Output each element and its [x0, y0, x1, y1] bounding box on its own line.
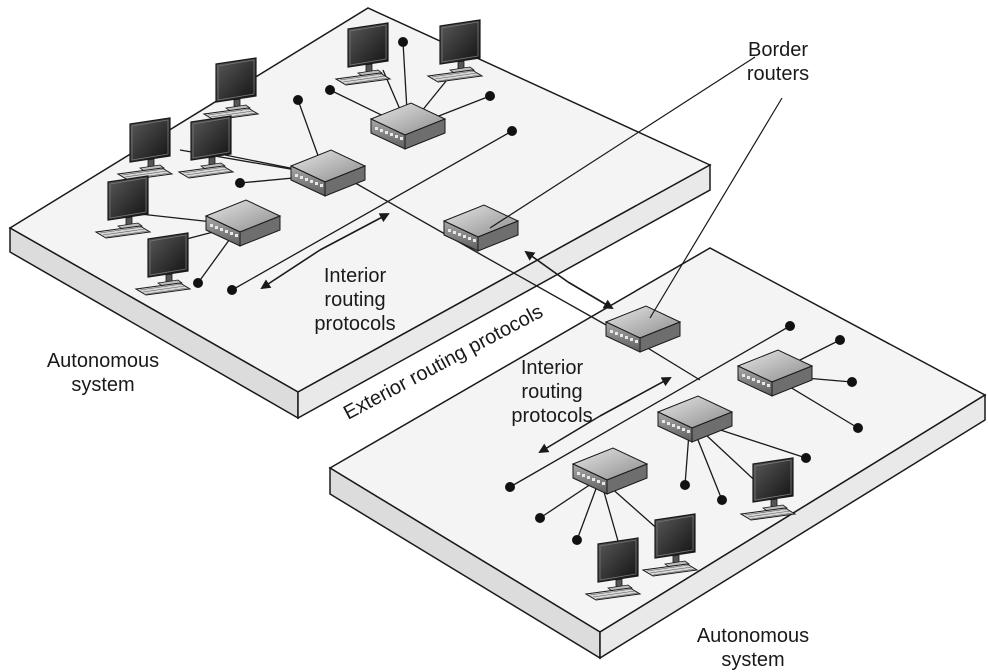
host-dot-icon	[325, 85, 335, 95]
host-dot-icon	[535, 513, 545, 523]
host-dot-icon	[785, 321, 795, 331]
host-dot-icon	[505, 482, 515, 492]
interior-routing-label-right: Interior routing protocols	[502, 356, 602, 428]
host-dot-icon	[398, 37, 408, 47]
host-dot-icon	[801, 453, 811, 463]
interior-right-arrow-down	[538, 415, 601, 454]
as-left-line2: system	[71, 374, 135, 396]
interior-left-arrow-up	[319, 213, 390, 251]
host-dot-icon	[227, 285, 237, 295]
host-dot-icon	[572, 535, 582, 545]
host-dot-icon	[680, 480, 690, 490]
host-dot-icon	[847, 377, 857, 387]
interior-right-line2: routing	[521, 381, 583, 403]
interior-routing-label-left: Interior routing protocols	[305, 264, 405, 336]
arrows	[260, 213, 672, 454]
host-dot-icon	[835, 335, 845, 345]
border-routers-line1: Border	[747, 39, 809, 61]
host-dot-icon	[853, 423, 863, 433]
autonomous-system-platform-left	[8, 7, 712, 420]
interior-left-line2: routing	[324, 289, 386, 311]
host-dot-icon	[293, 95, 303, 105]
border-routers-line2: routers	[746, 63, 810, 85]
interior-right-line3: protocols	[511, 405, 593, 427]
interior-right-arrow-up	[599, 377, 672, 417]
host-dot-icon	[507, 126, 517, 136]
border-router-pointers	[489, 56, 783, 319]
interior-left-line1: Interior	[323, 265, 387, 287]
interior-right-line1: Interior	[520, 357, 584, 379]
exterior-arrow-down	[567, 281, 614, 310]
interior-left-line3: protocols	[314, 313, 396, 335]
border-routers-label: Border routers	[730, 38, 826, 86]
host-dot-icon	[485, 91, 495, 101]
exterior-arrow-up	[524, 250, 569, 283]
host-dot-icon	[717, 495, 727, 505]
interior-left-arrow-down	[260, 249, 321, 290]
host-dots	[193, 37, 863, 545]
autonomous-system-label-left: Autonomous system	[40, 349, 166, 397]
autonomous-system-label-right: Autonomous system	[690, 624, 816, 672]
as-right-line1: Autonomous	[696, 625, 810, 647]
host-dot-icon	[235, 178, 245, 188]
autonomous-system-platform-right	[328, 247, 987, 660]
as-right-line2: system	[721, 649, 785, 671]
host-dot-icon	[193, 278, 203, 288]
as-left-line1: Autonomous	[46, 350, 160, 372]
